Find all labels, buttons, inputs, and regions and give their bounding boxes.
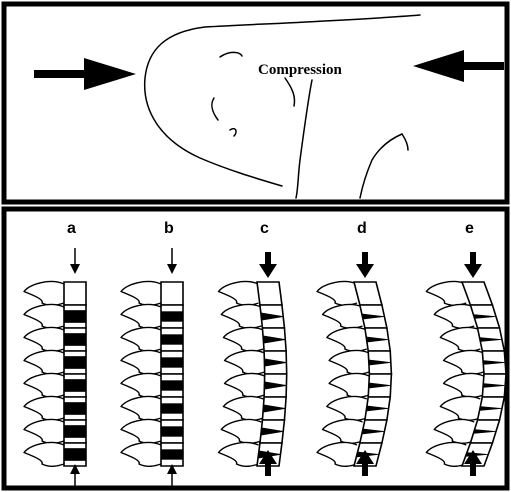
compressed-segment xyxy=(161,426,183,436)
compressed-segment xyxy=(161,449,183,459)
column-label-c: c xyxy=(260,220,269,237)
arrow-down-head xyxy=(70,264,80,274)
spine-columns: a b c d e xyxy=(24,220,506,490)
spine-column-c: c xyxy=(219,220,287,476)
compressed-segment xyxy=(64,310,86,323)
vertebra xyxy=(221,420,261,444)
arrow-up-icon xyxy=(470,462,476,476)
column-label-e: e xyxy=(465,220,474,237)
vertebra xyxy=(24,351,64,375)
arrow-down-head xyxy=(167,264,177,274)
compressed-segment xyxy=(64,402,86,415)
arrow-up-icon xyxy=(265,462,271,476)
arrow-down-head xyxy=(356,264,374,278)
compressed-segment xyxy=(161,334,183,344)
vertebra xyxy=(121,351,161,375)
vertebra xyxy=(225,374,265,398)
vertebra xyxy=(24,374,64,398)
cord-segment xyxy=(257,282,282,305)
column-label-a: a xyxy=(67,220,76,237)
compressed-segment xyxy=(64,333,86,346)
vertebra xyxy=(317,282,357,306)
vertebra xyxy=(121,328,161,352)
compressed-segment xyxy=(64,356,86,369)
vertebra xyxy=(24,305,64,329)
column-label-b: b xyxy=(164,220,174,237)
compressed-segment xyxy=(161,403,183,413)
vertebra xyxy=(434,420,474,444)
vertebra xyxy=(329,374,369,398)
vertebra xyxy=(323,305,363,329)
cord-segment xyxy=(354,282,382,305)
head-sketch xyxy=(145,15,420,198)
vertebra xyxy=(223,328,263,352)
vertebra xyxy=(323,420,363,444)
vertebra xyxy=(24,443,64,467)
vertebra xyxy=(221,305,261,329)
spine-column-d: d xyxy=(317,220,391,476)
vertebra xyxy=(444,351,484,375)
vertebra xyxy=(327,328,367,352)
vertebra xyxy=(121,420,161,444)
vertebra xyxy=(225,351,265,375)
column-label-d: d xyxy=(357,220,367,237)
vertebra xyxy=(219,282,259,306)
vertebra xyxy=(440,397,480,421)
cord-segment xyxy=(161,282,183,305)
vertebra xyxy=(121,305,161,329)
compression-label: Compression xyxy=(258,62,343,78)
vertebra xyxy=(426,443,466,467)
top-panel-border xyxy=(4,4,507,202)
spine-column-a: a xyxy=(24,220,86,490)
arrow-down-head xyxy=(464,264,482,278)
vertebra xyxy=(426,282,466,306)
vertebra xyxy=(440,328,480,352)
spine-column-e: e xyxy=(426,220,506,476)
vertebra xyxy=(24,397,64,421)
arrow-left-icon xyxy=(413,50,504,82)
compressed-segment xyxy=(161,380,183,390)
vertebra xyxy=(219,443,259,467)
vertebra xyxy=(121,443,161,467)
arrow-up-icon xyxy=(362,462,368,476)
cord-segment xyxy=(64,282,86,305)
vertebra xyxy=(121,282,161,306)
compressed-segment xyxy=(64,425,86,438)
arrow-down-icon xyxy=(362,252,368,266)
vertebra xyxy=(24,420,64,444)
vertebra xyxy=(329,351,369,375)
compressed-segment xyxy=(161,357,183,367)
cord-segment xyxy=(462,282,492,305)
bottom-panel: a b c d e xyxy=(4,209,507,490)
vertebra xyxy=(317,443,357,467)
vertebra xyxy=(24,328,64,352)
compressed-segment xyxy=(161,311,183,321)
compressed-segment xyxy=(64,379,86,392)
spine-column-b: b xyxy=(121,220,183,490)
top-panel: Compression xyxy=(4,4,507,202)
arrow-down-icon xyxy=(470,252,476,266)
vertebra xyxy=(327,397,367,421)
arrow-down-head xyxy=(259,264,277,278)
vertebra xyxy=(223,397,263,421)
vertebra xyxy=(24,282,64,306)
vertebra xyxy=(121,397,161,421)
vertebra xyxy=(444,374,484,398)
arrow-down-icon xyxy=(265,252,271,266)
arrow-right-icon xyxy=(34,58,136,90)
vertebra xyxy=(434,305,474,329)
compressed-segment xyxy=(64,448,86,461)
vertebra xyxy=(121,374,161,398)
